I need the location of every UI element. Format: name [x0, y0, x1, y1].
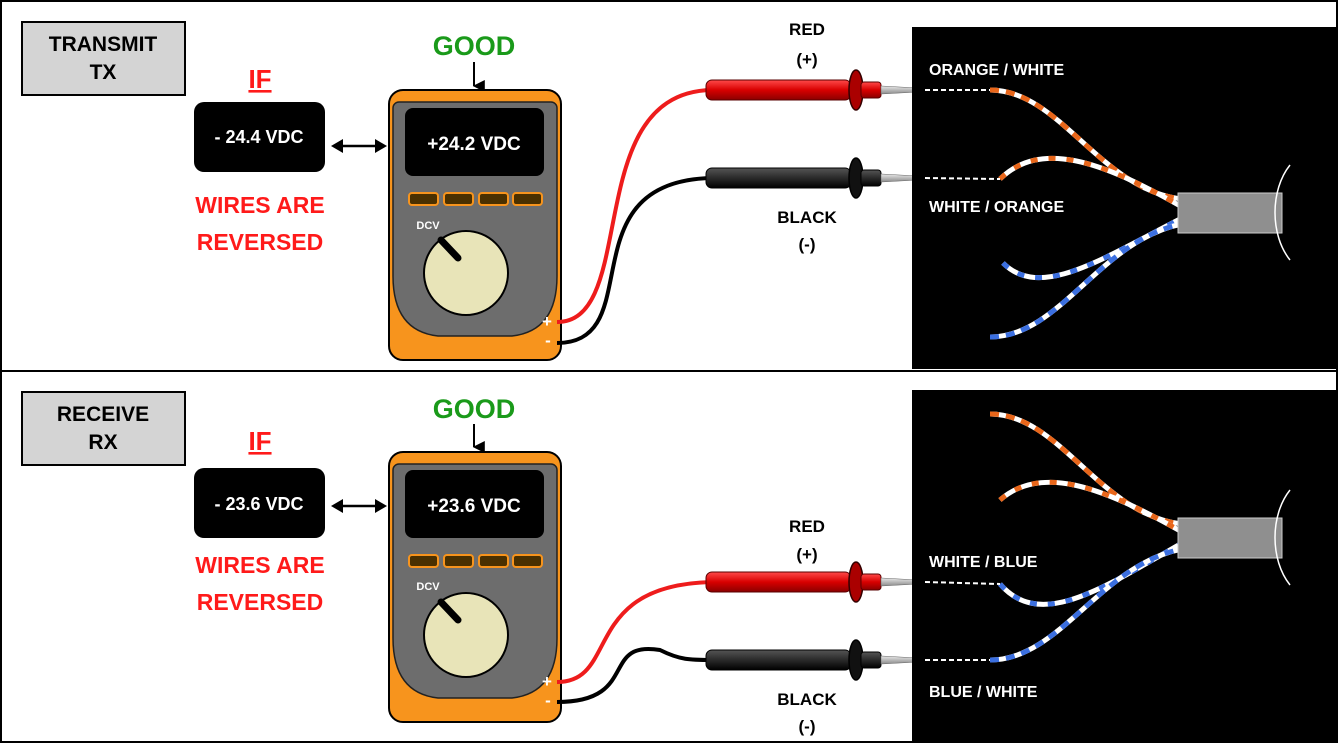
red-probe-label-line2: (+)	[796, 545, 817, 564]
cable-panel	[912, 390, 1337, 741]
reversed-note-line1: WIRES ARE	[195, 552, 325, 578]
meter-reading: +24.2 VDC	[427, 134, 521, 155]
compare-arrow	[331, 499, 387, 513]
red-probe-label-line2: (+)	[796, 50, 817, 69]
meter-buttons	[408, 554, 543, 568]
mode-label-line1: RECEIVE	[57, 403, 149, 426]
black-probe-label-line1: BLACK	[777, 690, 837, 709]
black-probe-label-line2: (-)	[799, 235, 816, 254]
dial-pointer	[437, 598, 462, 624]
wire-label-positive: ORANGE / WHITE	[929, 62, 1064, 79]
mode-box	[21, 391, 186, 466]
negative-contact-dash	[924, 177, 1001, 180]
if-label: IF	[248, 64, 271, 94]
positive-contact-dash	[924, 581, 1001, 585]
mode-label-line2: RX	[88, 431, 117, 454]
transmit-panel: TRANSMIT TX IF - 24.4 VDC WIRES ARE REVE…	[21, 20, 1337, 369]
plus-terminal: +	[542, 312, 552, 331]
cable-jacket	[1177, 517, 1283, 559]
reversed-reading-box	[194, 102, 325, 172]
mode-label-line1: TRANSMIT	[49, 33, 158, 56]
red-lead-wire	[556, 580, 713, 684]
compare-arrow	[331, 139, 387, 153]
meter-display	[405, 108, 544, 176]
cable-wires	[989, 87, 1184, 340]
dial-label: DCV	[416, 581, 440, 593]
dial-pointer	[437, 236, 462, 262]
reversed-reading: - 23.6 VDC	[214, 494, 303, 514]
reversed-note-line2: REVERSED	[197, 589, 324, 615]
dial-label: DCV	[416, 220, 440, 232]
good-label: GOOD	[433, 394, 516, 424]
plus-terminal: +	[542, 672, 552, 691]
meter-buttons	[408, 192, 543, 206]
if-label: IF	[248, 426, 271, 456]
cable-end	[1274, 489, 1291, 586]
reversed-reading-box	[194, 468, 325, 538]
cable-jacket	[1177, 192, 1283, 234]
red-probe-label-line1: RED	[789, 20, 825, 39]
cable-end	[1274, 164, 1291, 261]
minus-terminal: -	[545, 331, 551, 350]
black-lead-wire	[556, 176, 713, 345]
good-label: GOOD	[433, 31, 516, 61]
wire-label-positive: WHITE / BLUE	[929, 554, 1038, 571]
minus-terminal: -	[545, 691, 551, 710]
reversed-note-line1: WIRES ARE	[195, 192, 325, 218]
selector-dial	[423, 230, 509, 316]
black-lead-wire	[556, 646, 713, 704]
selector-dial	[423, 592, 509, 678]
black-probe	[705, 157, 926, 199]
red-probe	[705, 561, 926, 603]
wire-label-negative: BLUE / WHITE	[929, 684, 1038, 701]
red-probe-label-line1: RED	[789, 517, 825, 536]
mode-box	[21, 21, 186, 96]
black-probe-label-line2: (-)	[799, 717, 816, 736]
red-lead-wire	[556, 88, 713, 324]
receive-panel: RECEIVE RX IF - 23.6 VDC WIRES ARE REVER…	[21, 390, 1337, 741]
multimeter: +24.2 VDC DCV + -	[388, 89, 562, 361]
meter-display	[405, 470, 544, 538]
reversed-note-line2: REVERSED	[197, 229, 324, 255]
meter-reading: +23.6 VDC	[427, 496, 521, 517]
multimeter: +23.6 VDC DCV + -	[388, 451, 562, 723]
cable-wires	[989, 411, 1184, 663]
mode-label-line2: TX	[90, 61, 117, 84]
reversed-reading: - 24.4 VDC	[214, 127, 303, 147]
black-probe-label-line1: BLACK	[777, 208, 837, 227]
wire-label-negative: WHITE / ORANGE	[929, 199, 1064, 216]
